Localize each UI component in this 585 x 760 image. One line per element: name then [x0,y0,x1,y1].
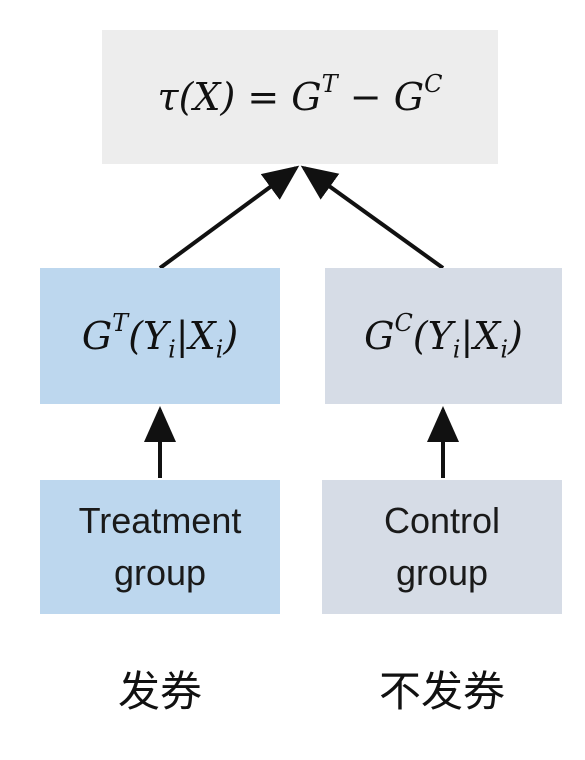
treatment-model-sub2: i [215,335,224,364]
control-model-sup: C [394,309,413,337]
treatment-effect-formula: τ(X) = GT − GC [157,72,443,119]
treatment-model-box: GT(Yi|Xi) [40,268,280,404]
caption-coupon: 发券 [117,667,202,716]
treatment-model-sup: T [112,309,129,337]
formula-sup-control: C [424,70,443,98]
formula-sup-treatment: T [321,70,338,98]
control-model-sub1: i [452,335,461,364]
control-model-close: ) [508,314,523,358]
arrow-treatment-to-effect [158,165,300,270]
formula-g-control: G [393,75,425,119]
formula-g-treatment: G [291,75,322,119]
treatment-group-line1: Treatment [78,500,242,541]
caption-no-coupon: 不发券 [378,667,505,716]
control-model-open: (Y [412,314,453,358]
control-model-mid: |X [460,314,501,358]
formula-lhs: τ(X) = [157,75,280,119]
treatment-model-sub1: i [168,335,176,364]
treatment-model-mid: |X [175,314,216,358]
control-model-formula: GC(Yi|Xi) [364,311,523,361]
treatment-model-open: (Y [128,314,169,358]
treatment-group-line2: group [113,552,207,593]
formula-minus: − [349,75,382,119]
treatment-model-close: ) [223,314,239,358]
control-model-sub2: i [500,335,509,364]
treatment-effect-box: τ(X) = GT − GC [102,30,498,164]
control-group-line2: group [395,552,489,593]
treatment-group-box: Treatment group [40,480,280,614]
arrow-control-to-effect [300,165,445,270]
control-group-box: Control group [322,480,562,614]
control-group-line1: Control [383,500,501,541]
treatment-group-label: Treatment group [79,495,242,599]
control-model-box: GC(Yi|Xi) [325,268,562,404]
control-group-label: Control group [384,495,500,599]
treatment-model-g: G [81,314,113,358]
treatment-model-formula: GT(Yi|Xi) [81,311,239,361]
control-model-g: G [364,314,395,358]
